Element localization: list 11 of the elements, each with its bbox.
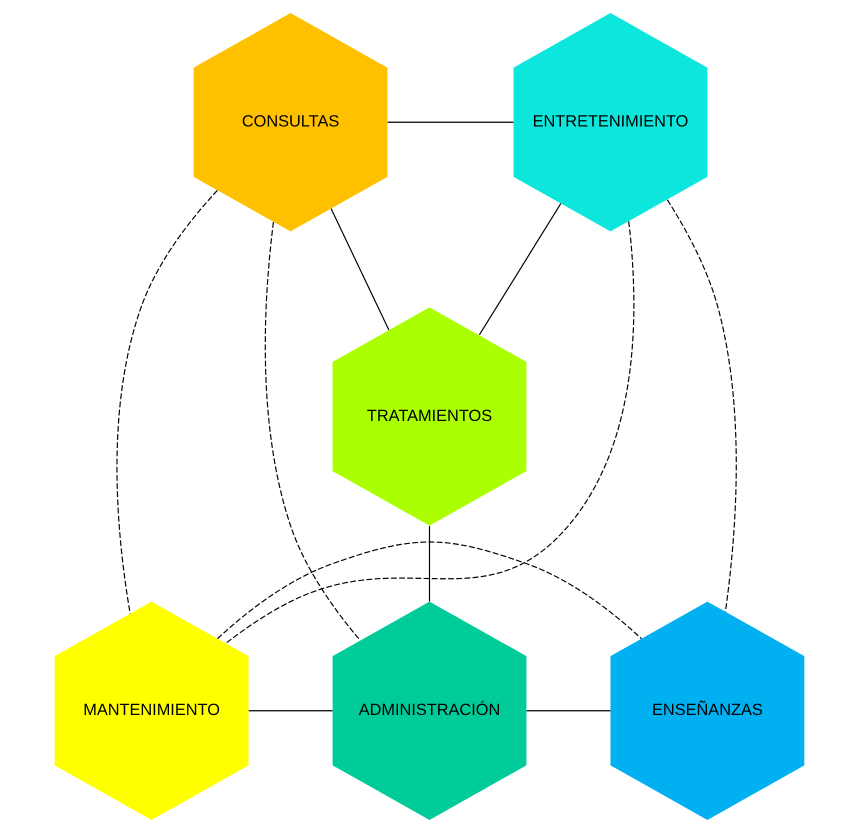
connector: [428, 526, 430, 602]
connector: [478, 203, 561, 336]
connector: [330, 208, 389, 330]
connector: [248, 710, 332, 712]
connector: [387, 122, 513, 123]
connector: [116, 190, 218, 614]
connector: [526, 710, 610, 712]
connector: [666, 200, 736, 612]
connector: [216, 542, 642, 640]
connector: [225, 221, 634, 644]
connector: [264, 222, 360, 641]
